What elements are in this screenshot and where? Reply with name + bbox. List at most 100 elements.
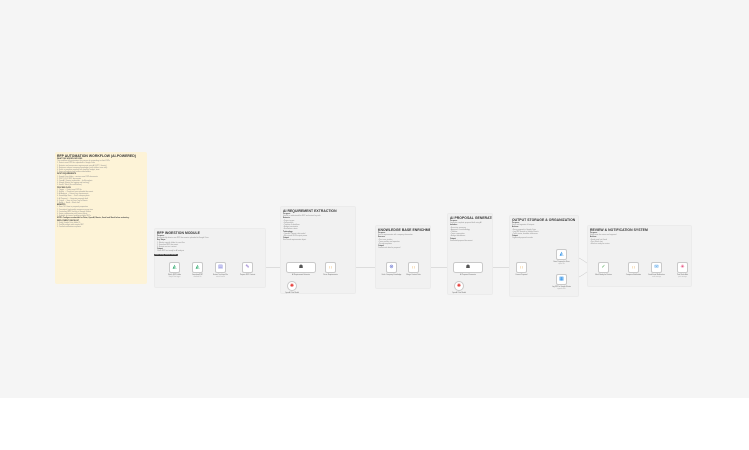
note-line: Extracts: xyxy=(283,217,291,220)
openai-chat-model-node[interactable]: ✺ xyxy=(454,281,464,291)
note-title: OUTPUT STORAGE & ORGANIZATION xyxy=(512,218,576,222)
mark-ready-for-review-node[interactable]: ✓ xyxy=(598,262,609,273)
note-line: 3. Extract raw text content xyxy=(157,246,177,249)
merge-context-data-node[interactable]: { } xyxy=(408,262,419,273)
proposal-section-note[interactable]: AI PROPOSAL GENERATION Purpose:Generate … xyxy=(447,213,493,295)
node-sublabel: download: file xyxy=(193,277,202,278)
note-line: • Budget constraints xyxy=(283,226,299,229)
save-proposal-to-drive-node[interactable]: ◭ xyxy=(556,249,567,260)
ingestion-section-note[interactable]: RFP INGESTION MODULE Purpose:Automatical… xyxy=(154,228,266,288)
node-label: OpenAI Chat Model xyxy=(452,292,466,294)
storage-section-note[interactable]: OUTPUT STORAGE & ORGANIZATION Purpose: Sa… xyxy=(509,215,579,297)
note-line: INPUT REQUIREMENTS xyxy=(57,173,77,176)
merge-icon: { } xyxy=(412,265,415,269)
note-line: Enrich requirements with company informa… xyxy=(378,234,413,237)
note-line: • Executive summary xyxy=(450,226,466,229)
node-sublabel: upload: file xyxy=(558,264,565,265)
note-line: Key Steps: xyxy=(157,239,166,242)
openai-chat-model-node[interactable]: ✺ xyxy=(287,281,297,291)
watch-rfp-folder-node[interactable]: ◭ xyxy=(169,262,180,273)
node-sublabel: extract from file xyxy=(216,277,225,278)
prepare-rfp-content-node[interactable]: ✎ xyxy=(242,262,253,273)
note-line: 2. Consistent, high-quality responses ev… xyxy=(57,208,93,211)
node-label: Mark Ready for Review xyxy=(595,274,612,276)
node-label: Prepare RFP Content xyxy=(239,274,256,276)
overview-note[interactable]: RFP AUTOMATION WORKFLOW (AI-POWERED) WHA… xyxy=(55,152,147,284)
node-label: AI Proposal Generator xyxy=(460,274,476,276)
compose-notification-node[interactable]: { } xyxy=(628,262,639,273)
note-line: 3. Retrieves relevant company knowledge … xyxy=(57,166,108,169)
note-line: • Timeline & deadlines xyxy=(283,224,300,227)
node-label: Merge Context Data xyxy=(406,274,421,276)
model2-icon: ✺ xyxy=(456,282,462,289)
execute-tooltip: When clicking 'Execute workflow' xyxy=(154,254,178,257)
note-line: 4. Knowledge Base → Fetch company data xyxy=(57,195,90,198)
node-sublabel: Google Drive trigger xyxy=(168,277,181,278)
format-proposal-node[interactable]: { } xyxy=(516,262,527,273)
note-line: Use AI to understand the RFP and extract… xyxy=(283,215,321,218)
fetch-company-knowledge-node[interactable]: ⊛ xyxy=(386,262,397,273)
note-line: • Log RFP details to Google Sheets xyxy=(512,230,539,233)
note-title: KNOWLEDGE BASE ENRICHMENT xyxy=(378,228,431,232)
trigger-icon: ◭ xyxy=(172,264,177,270)
node-label: Compose Notification xyxy=(625,274,642,276)
format-icon: { } xyxy=(520,265,523,269)
note-line: • Evaluation criteria xyxy=(283,228,298,231)
note-line: • Deliverables xyxy=(283,221,294,224)
note-line: Purpose: xyxy=(512,222,520,224)
node-sublabel: post: message xyxy=(678,277,687,278)
note-line: PROCESS FLOW xyxy=(57,186,71,189)
parse-requirements-node[interactable]: { } xyxy=(325,262,336,273)
note-line: • Project scope xyxy=(283,219,295,222)
node-label: Save Proposal to Drive xyxy=(553,261,570,263)
extract-text-node[interactable]: ▤ xyxy=(215,262,226,273)
review-section-note[interactable]: REVIEW & NOTIFICATION SYSTEM Purpose:Not… xyxy=(587,225,692,287)
ai-proposal-generator-node[interactable]: ☗ xyxy=(453,262,483,273)
note-line: Output: xyxy=(378,245,385,248)
log-rfp-to-sheets-node[interactable]: ▦ xyxy=(556,274,567,285)
ai-requirement-extractor-node[interactable]: ☗ xyxy=(286,262,316,273)
note-line: • Track status, deadline and owner xyxy=(512,233,538,236)
send-email-notification-node[interactable]: ✉ xyxy=(651,262,662,273)
node-label: Send Email Notification xyxy=(648,274,665,276)
note-line: 6. Output → Save to Drive, log to Sheets xyxy=(57,199,88,202)
log-sheet-icon: ▦ xyxy=(559,276,564,282)
download-icon: ◭ xyxy=(195,264,200,270)
note-line: 4. Google Sheets (for logging and tracki… xyxy=(57,182,90,185)
extraction-section-note[interactable]: AI REQUIREMENT EXTRACTION Purpose:Use AI… xyxy=(280,206,356,294)
save-drive-icon: ◭ xyxy=(559,251,564,257)
note-line: 2. Extracts and summarizes requirements … xyxy=(57,164,107,167)
note-line: 7. Notify → Email + Slack alert xyxy=(57,202,80,205)
note-line: 2. Download RFP document xyxy=(157,243,179,246)
note-line: 5. Gmail / Slack (for notifications) xyxy=(57,184,82,187)
note-line: • Budget breakdown xyxy=(450,235,466,238)
note-line: Purpose: xyxy=(378,232,386,234)
note-line: 4. Drafts a complete proposal with timel… xyxy=(57,169,100,172)
prepare-icon: ✎ xyxy=(245,264,250,270)
note-line: Output: xyxy=(283,237,290,240)
note-line: Technology: xyxy=(283,230,293,233)
note-line: Formatted proposal document xyxy=(450,239,473,242)
note-line: This workflow fully automates the proces… xyxy=(57,160,110,163)
note-line: • Structured JSON output parser xyxy=(283,235,308,238)
note-line: 2. Test AI prompts with sample RFP xyxy=(57,224,84,227)
extract-icon: ▤ xyxy=(218,264,223,270)
note-line: • Send email via Gmail xyxy=(590,238,608,241)
node-label: Watch RFP Folder xyxy=(167,274,182,276)
note-line: 1. Save 70% time in proposal preparation xyxy=(57,206,88,209)
note-line: 5. Saves all outputs and notifies stakeh… xyxy=(57,171,91,174)
post-slack-alert-node[interactable]: ✳ xyxy=(677,262,688,273)
note-title: REVIEW & NOTIFICATION SYSTEM xyxy=(590,228,648,232)
note-line: Output: xyxy=(157,248,164,251)
workflow-canvas[interactable]: RFP AUTOMATION WORKFLOW (AI-POWERED) WHA… xyxy=(0,0,749,398)
knowledge-section-note[interactable]: KNOWLEDGE BASE ENRICHMENT Purpose:Enrich… xyxy=(375,225,431,289)
note-line: NOTE: Configure credentials for Drive, O… xyxy=(57,217,130,220)
note-line: 3. Centralized RFP tracking in Google Sh… xyxy=(57,210,92,213)
node-sublabel: send: message xyxy=(652,277,661,278)
note-title: AI PROPOSAL GENERATION xyxy=(450,216,493,220)
note-line: Sources: xyxy=(378,236,386,239)
node-label: Post Slack Alert xyxy=(676,274,689,276)
note-line: Purpose: xyxy=(450,220,458,222)
note-line: 1. Verify Google Drive folder ID xyxy=(57,221,81,224)
download-rfp-node[interactable]: ◭ xyxy=(192,262,203,273)
